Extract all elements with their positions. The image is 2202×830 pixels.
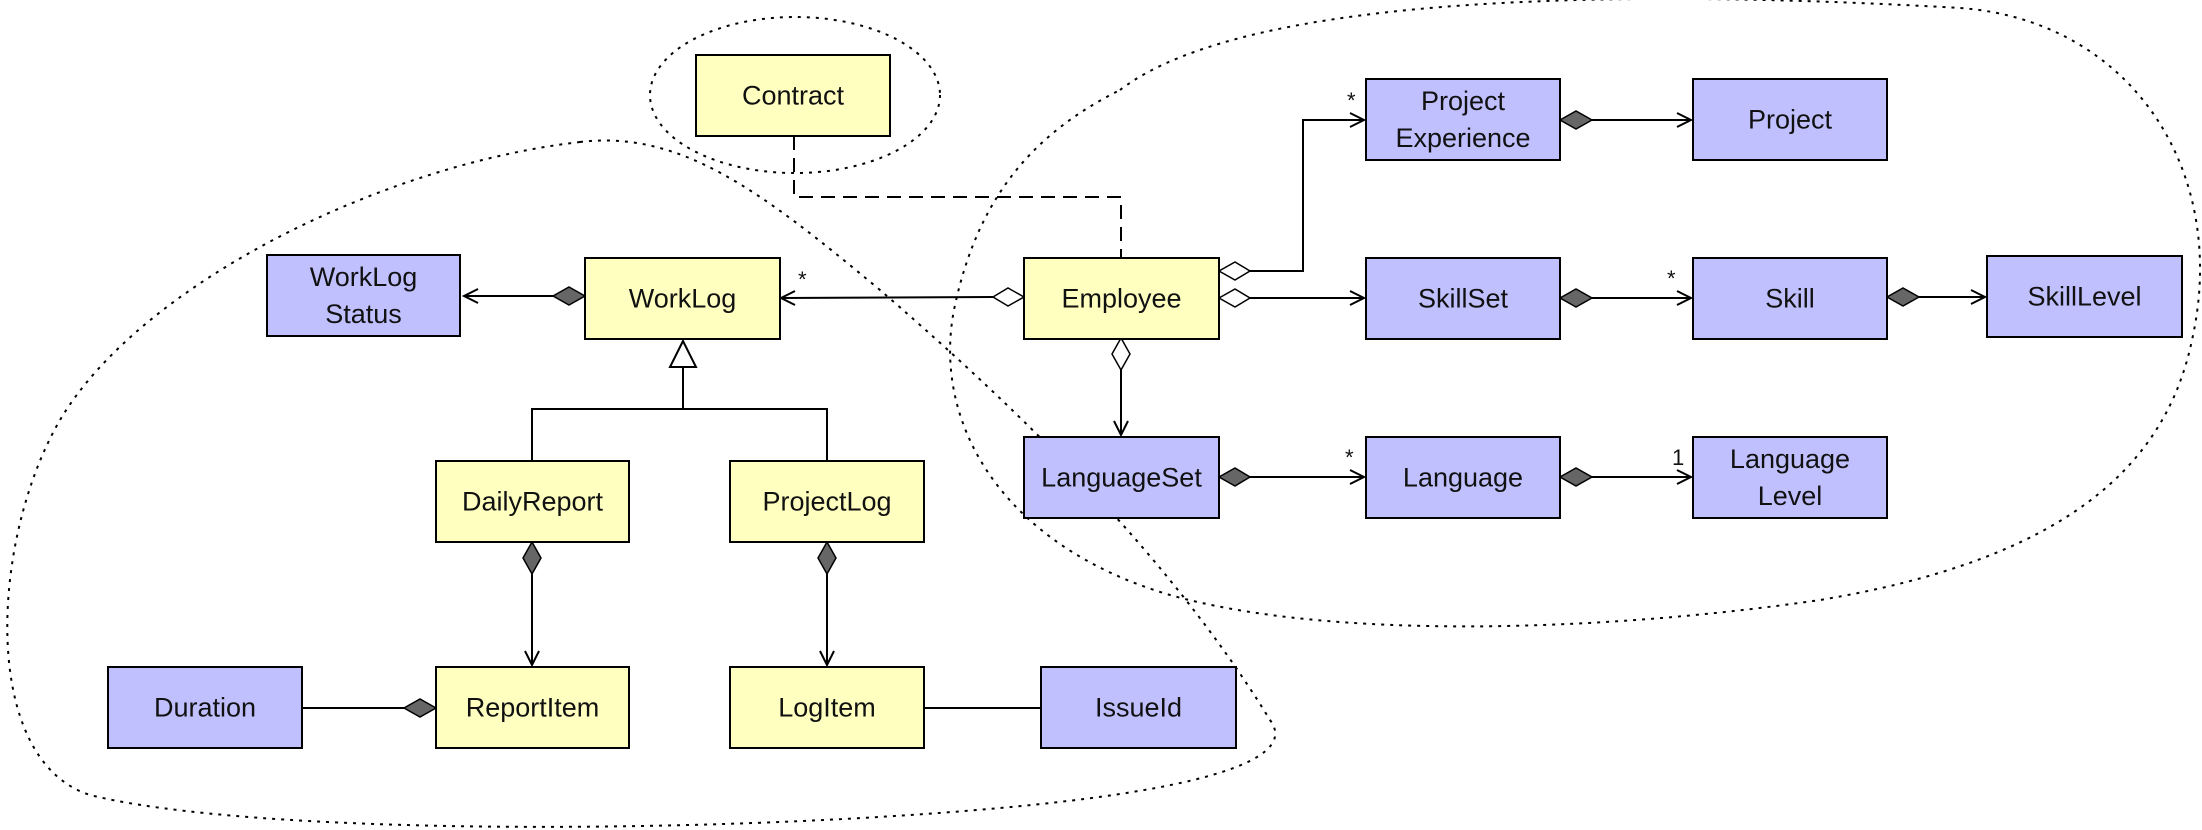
class-box bbox=[729, 460, 925, 543]
class-label: LogItem bbox=[778, 693, 876, 723]
class-daily-report: DailyReport bbox=[435, 460, 630, 543]
class-box bbox=[435, 460, 630, 543]
generalization-triangle bbox=[668, 338, 698, 368]
class-skillset: SkillSet bbox=[1365, 257, 1561, 340]
skill-skilllevel-diamond bbox=[1885, 287, 1921, 307]
languageset-language-diamond bbox=[1217, 467, 1252, 487]
class-label: Project bbox=[1748, 105, 1833, 135]
skillset-skill-multiplicity: * bbox=[1667, 266, 1676, 291]
class-label: DailyReport bbox=[462, 487, 604, 517]
class-box bbox=[1040, 666, 1237, 749]
employee-skillset-diamond bbox=[1217, 288, 1252, 308]
class-language-set: LanguageSet bbox=[1023, 436, 1220, 519]
worklog-region bbox=[6, 139, 1277, 828]
class-label: SkillLevel bbox=[2027, 282, 2141, 312]
class-report-item: ReportItem bbox=[435, 666, 630, 749]
class-label: WorkLog bbox=[310, 262, 418, 292]
class-project-log: ProjectLog bbox=[729, 460, 925, 543]
projectlog-logitem-arrowhead bbox=[819, 650, 835, 668]
class-employee: Employee bbox=[1023, 257, 1220, 340]
generalization-tree bbox=[531, 408, 828, 460]
class-box bbox=[1692, 436, 1888, 519]
class-label: Status bbox=[325, 299, 402, 329]
employee-worklog-multiplicity: * bbox=[798, 267, 807, 292]
class-label: LanguageSet bbox=[1041, 463, 1202, 493]
languageset-language-arrowhead bbox=[1349, 469, 1367, 485]
skill-skilllevel-arrowhead bbox=[1970, 289, 1988, 305]
employee-project-experience-multiplicity: * bbox=[1347, 88, 1356, 113]
connectors: * * * * 1 bbox=[302, 88, 1988, 718]
class-label: Duration bbox=[154, 693, 256, 723]
class-box bbox=[695, 54, 891, 137]
class-box bbox=[1023, 436, 1220, 519]
class-box bbox=[729, 666, 925, 749]
employee-project-experience-diamond bbox=[1217, 261, 1252, 281]
employee-project-experience-arrowhead bbox=[1349, 112, 1367, 128]
class-log-item: LogItem bbox=[729, 666, 925, 749]
class-box bbox=[1365, 436, 1561, 519]
class-label: Project bbox=[1421, 86, 1506, 116]
class-box bbox=[107, 666, 303, 749]
class-label: WorkLog bbox=[629, 284, 737, 314]
class-label: Contract bbox=[742, 81, 845, 111]
class-label: Language bbox=[1403, 463, 1523, 493]
class-language: Language bbox=[1365, 436, 1561, 519]
dailyreport-reportitem-arrowhead bbox=[524, 650, 540, 668]
class-duration: Duration bbox=[107, 666, 303, 749]
class-worklog: WorkLog bbox=[584, 257, 781, 340]
language-languagelevel-multiplicity: 1 bbox=[1672, 445, 1684, 470]
class-box bbox=[584, 257, 781, 340]
language-languagelevel-arrowhead bbox=[1676, 469, 1694, 485]
worklog-status-arrowhead bbox=[461, 288, 479, 304]
language-languagelevel-diamond bbox=[1558, 467, 1594, 487]
employee-profile-region bbox=[949, 0, 2201, 628]
employee-skillset-arrowhead bbox=[1349, 290, 1367, 306]
languageset-language-multiplicity: * bbox=[1345, 445, 1354, 470]
class-contract: Contract bbox=[695, 54, 891, 137]
class-label: Level bbox=[1758, 481, 1823, 511]
class-box bbox=[1023, 257, 1220, 340]
employee-languageset-arrowhead bbox=[1113, 420, 1129, 438]
class-box bbox=[1692, 257, 1888, 340]
dailyreport-reportitem-diamond bbox=[522, 540, 542, 576]
class-label: Skill bbox=[1765, 284, 1815, 314]
class-skill: Skill bbox=[1692, 257, 1888, 340]
class-label: IssueId bbox=[1095, 693, 1182, 723]
class-box bbox=[1365, 257, 1561, 340]
grouping-regions bbox=[6, 0, 2201, 828]
employee-worklog-aggregation-line bbox=[781, 296, 994, 299]
class-issue-id: IssueId bbox=[1040, 666, 1237, 749]
class-box bbox=[1365, 78, 1561, 161]
class-label: Experience bbox=[1395, 123, 1530, 153]
class-skill-level: SkillLevel bbox=[1986, 255, 2183, 338]
class-label: Language bbox=[1730, 444, 1850, 474]
class-label: Employee bbox=[1061, 284, 1181, 314]
skillset-skill-diamond bbox=[1558, 288, 1594, 308]
employee-worklog-diamond bbox=[991, 287, 1026, 307]
project-experience-project-diamond bbox=[1558, 110, 1594, 130]
class-box bbox=[266, 254, 461, 337]
project-experience-project-arrowhead bbox=[1676, 112, 1694, 128]
skillset-skill-arrowhead bbox=[1676, 290, 1694, 306]
employee-project-experience-line bbox=[1250, 119, 1363, 272]
reportitem-duration-diamond bbox=[402, 698, 438, 718]
contract-region bbox=[649, 16, 941, 174]
class-box bbox=[1692, 78, 1888, 161]
class-label: SkillSet bbox=[1418, 284, 1509, 314]
employee-languageset-diamond bbox=[1111, 336, 1131, 372]
class-project: Project bbox=[1692, 78, 1888, 161]
class-label: ReportItem bbox=[466, 693, 600, 723]
class-box bbox=[435, 666, 630, 749]
contract-employee-dependency bbox=[793, 136, 1122, 257]
projectlog-logitem-diamond bbox=[817, 540, 837, 576]
class-label: ProjectLog bbox=[762, 487, 891, 517]
class-box bbox=[1986, 255, 2183, 338]
worklog-status-diamond bbox=[551, 286, 587, 306]
